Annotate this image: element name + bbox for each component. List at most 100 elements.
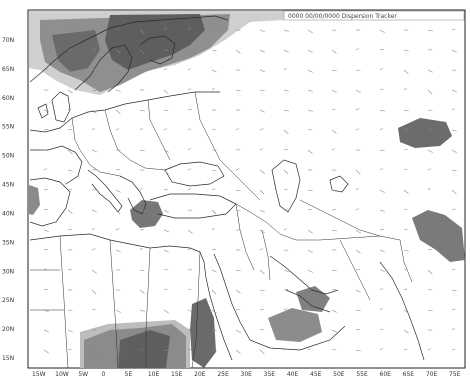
wind-arrow	[43, 329, 49, 332]
wind-arrow	[283, 228, 288, 231]
wind-arrow	[355, 229, 361, 234]
wind-arrow	[115, 309, 121, 313]
wind-arrow	[283, 269, 289, 273]
wind-arrow	[379, 288, 383, 291]
wind-arrow	[379, 88, 384, 91]
wind-arrow	[235, 269, 241, 272]
wind-vectors	[43, 28, 457, 355]
wind-arrow	[67, 229, 72, 231]
lat-label: 45N	[2, 182, 14, 189]
wind-arrow	[139, 348, 144, 351]
wind-arrow	[403, 109, 409, 112]
wind-arrow	[211, 289, 217, 295]
wind-arrow	[67, 169, 73, 172]
wind-arrow	[331, 49, 337, 54]
wind-arrow	[331, 329, 337, 333]
wind-arrow	[43, 168, 48, 171]
wind-arrow	[307, 129, 313, 131]
wind-arrow	[139, 49, 145, 55]
wind-arrow	[211, 188, 216, 191]
wind-arrow	[67, 69, 73, 72]
lon-label: 65E	[403, 371, 415, 378]
wind-arrow	[427, 149, 433, 153]
lon-label: 25E	[217, 371, 229, 378]
wind-arrow	[283, 329, 289, 331]
wind-arrow	[235, 329, 241, 334]
wind-arrow	[451, 169, 457, 172]
wind-arrow	[91, 269, 97, 274]
wind-arrow	[259, 309, 264, 311]
wind-arrow	[331, 309, 337, 313]
wind-arrow	[403, 149, 409, 151]
wind-arrow	[451, 129, 457, 132]
wind-arrow	[115, 189, 121, 193]
wind-arrow	[379, 348, 383, 351]
wind-arrow	[139, 69, 145, 71]
wind-arrow	[379, 168, 383, 171]
wind-arrow	[427, 128, 432, 131]
wind-arrow	[91, 248, 96, 251]
wind-arrow	[211, 209, 217, 215]
lon-label: 15W	[32, 371, 46, 378]
wind-arrow	[67, 149, 73, 155]
wind-arrow	[259, 189, 265, 195]
wind-arrow	[163, 209, 169, 213]
wind-arrow	[163, 49, 169, 52]
wind-arrow	[283, 49, 289, 53]
wind-arrow	[379, 49, 384, 51]
wind-arrow	[427, 249, 432, 251]
wind-arrow	[91, 89, 97, 91]
wind-arrow	[427, 188, 431, 191]
wind-arrow	[403, 249, 409, 252]
wind-arrow	[115, 209, 121, 215]
wind-arrow	[91, 289, 97, 295]
lat-label: 65N	[2, 66, 14, 73]
wind-arrow	[451, 229, 457, 235]
wind-arrow	[163, 128, 168, 131]
wind-arrow	[355, 69, 361, 71]
wind-arrow	[43, 309, 49, 312]
wind-arrow	[451, 289, 457, 292]
wind-arrow	[427, 289, 433, 291]
wind-arrow	[451, 189, 457, 195]
wind-arrow	[259, 128, 264, 131]
wind-arrow	[379, 128, 383, 131]
shade-balkan-blob	[130, 200, 163, 228]
wind-arrow	[115, 49, 121, 54]
wind-arrow	[163, 249, 169, 253]
wind-arrow	[235, 289, 241, 294]
wind-arrow	[259, 328, 264, 331]
lon-label: 45E	[310, 371, 322, 378]
lat-label: 50N	[2, 153, 14, 160]
wind-arrow	[307, 209, 312, 211]
wind-arrow	[403, 69, 409, 74]
lon-label: 5E	[125, 371, 133, 378]
wind-arrow	[403, 268, 408, 271]
wind-arrow	[427, 209, 433, 214]
wind-arrow	[403, 208, 408, 211]
wind-arrow	[427, 168, 432, 171]
wind-arrow	[403, 88, 407, 91]
wind-arrow	[139, 309, 145, 312]
wind-arrow	[451, 49, 457, 53]
lat-label: 30N	[2, 268, 14, 275]
wind-arrow	[235, 168, 240, 171]
wind-arrow	[307, 149, 313, 154]
wind-arrow	[235, 89, 241, 92]
lon-label: 15E	[171, 371, 183, 378]
wind-arrow	[139, 188, 143, 191]
wind-arrow	[43, 129, 48, 131]
plot-area	[27, 9, 466, 369]
wind-arrow	[451, 348, 456, 351]
wind-arrow	[187, 148, 191, 151]
wind-arrow	[163, 288, 168, 291]
wind-arrow	[379, 109, 385, 112]
wind-arrow	[187, 328, 191, 331]
wind-arrow	[259, 169, 265, 174]
wind-arrow	[355, 169, 361, 175]
wind-arrow	[379, 189, 385, 193]
lon-label: 10W	[55, 371, 69, 378]
